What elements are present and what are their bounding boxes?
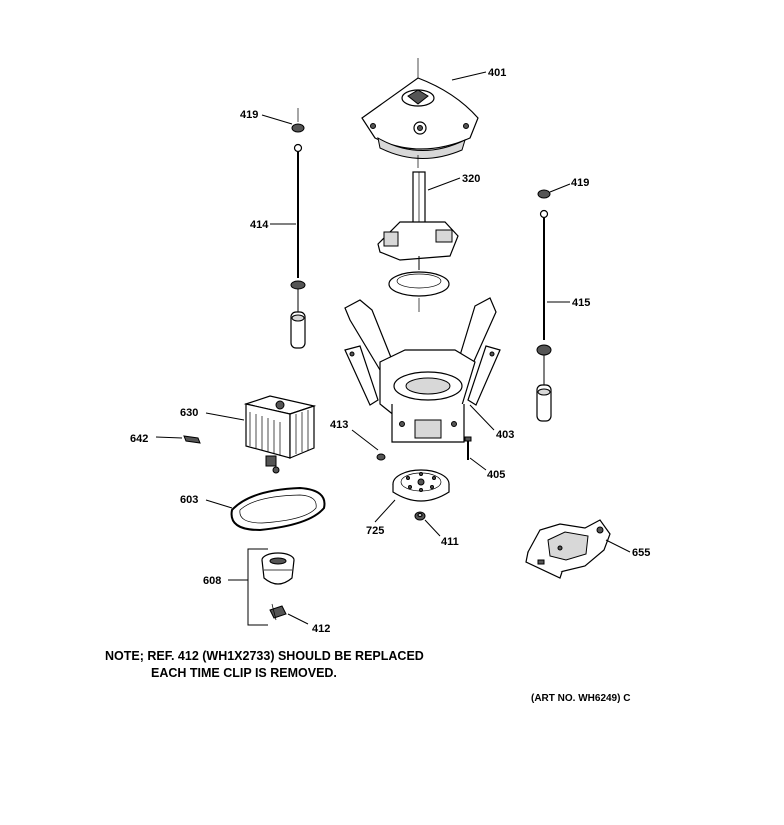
- part-608-clutch: [261, 552, 295, 585]
- part-320-transmission: [377, 171, 459, 297]
- part-603-belt: [230, 486, 326, 532]
- part-725-pulley: [392, 469, 450, 502]
- part-415-suspension-rod: [536, 218, 552, 422]
- part-412-clip: [269, 603, 287, 621]
- part-414-suspension-rod: [290, 143, 306, 349]
- part-403-bracket: [344, 297, 501, 443]
- part-419-left-cap: [291, 108, 305, 133]
- label-401: 401: [488, 67, 506, 79]
- part-411-nut: [414, 511, 426, 521]
- label-411: 411: [441, 536, 459, 548]
- label-414: 414: [250, 219, 269, 231]
- label-630: 630: [180, 407, 198, 419]
- part-630-motor: [243, 395, 317, 474]
- label-405: 405: [487, 469, 505, 481]
- part-642-clip: [183, 435, 201, 444]
- label-725: 725: [366, 525, 384, 537]
- label-419-left: 419: [240, 109, 258, 121]
- label-415: 415: [572, 297, 590, 309]
- part-419-right-cap: [537, 189, 551, 219]
- part-655-bracket: [525, 519, 611, 579]
- note-line-2: EACH TIME CLIP IS REMOVED.: [151, 666, 337, 680]
- label-603: 603: [180, 494, 198, 506]
- note-line-1: NOTE; REF. 412 (WH1X2733) SHOULD BE REPL…: [105, 649, 424, 663]
- label-419-right: 419: [571, 177, 589, 189]
- label-413: 413: [330, 419, 348, 431]
- label-608: 608: [203, 575, 221, 587]
- label-655: 655: [632, 547, 650, 559]
- part-413-nut: [376, 453, 386, 461]
- label-320: 320: [462, 173, 480, 185]
- label-403: 403: [496, 429, 514, 441]
- art-number: (ART NO. WH6249) C: [531, 693, 630, 704]
- label-412: 412: [312, 623, 330, 635]
- part-405-bolt: [464, 436, 472, 460]
- part-401-cover: [361, 58, 479, 168]
- label-642: 642: [130, 433, 148, 445]
